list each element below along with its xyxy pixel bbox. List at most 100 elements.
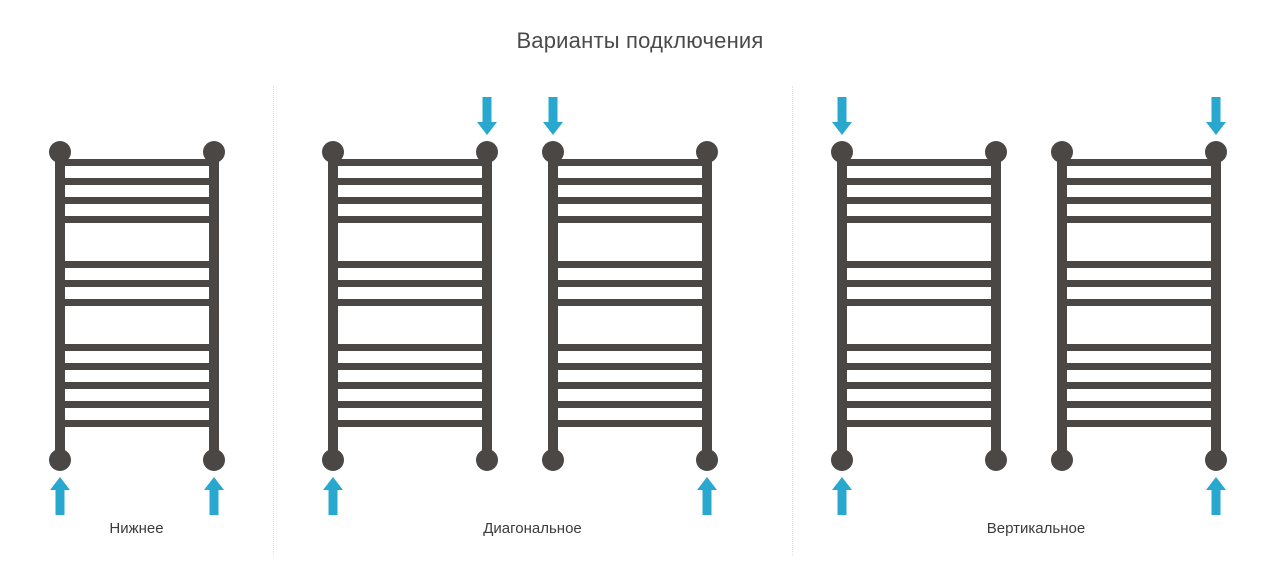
radiator-rung (57, 401, 217, 408)
radiator-rung (550, 261, 710, 268)
section-label-diagonal: Диагональное (483, 520, 582, 537)
arrow-up-left (323, 477, 343, 515)
radiator-rung (839, 261, 999, 268)
radiator-knob-top-right (476, 141, 498, 163)
arrow-down-left (543, 97, 563, 135)
radiator-rung (839, 382, 999, 389)
radiator-knob-top-right (203, 141, 225, 163)
radiator-rung (839, 178, 999, 185)
arrow-down-left (832, 97, 852, 135)
radiator-knob-top-right (1205, 141, 1227, 163)
section-divider-1 (273, 86, 274, 556)
radiator-post-right (482, 151, 492, 461)
radiator-rung (1059, 401, 1219, 408)
radiator-knob-top-right (985, 141, 1007, 163)
radiator-knob-top-left (542, 141, 564, 163)
radiator-knob-bottom-right (696, 449, 718, 471)
radiator-knob-bottom-left (542, 449, 564, 471)
radiator-rung (57, 197, 217, 204)
arrow-down-right (1206, 97, 1226, 135)
section-divider-2 (792, 86, 793, 556)
arrow-up-right (1206, 477, 1226, 515)
radiator-rung (1059, 299, 1219, 306)
radiator-post-right (702, 151, 712, 461)
radiator-knob-bottom-left (831, 449, 853, 471)
radiator-rung (550, 344, 710, 351)
radiator-knob-bottom-right (476, 449, 498, 471)
arrow-up-left (832, 477, 852, 515)
radiator-knob-top-left (1051, 141, 1073, 163)
radiator-rung (550, 363, 710, 370)
radiator-rung (550, 401, 710, 408)
radiator-post-right (991, 151, 1001, 461)
section-vertical: Вертикальное (792, 86, 1280, 556)
radiator-rung (57, 420, 217, 427)
radiator-rung (839, 401, 999, 408)
radiator-post-left (548, 151, 558, 461)
radiator-rung (57, 178, 217, 185)
radiator-knob-top-right (696, 141, 718, 163)
arrow-up-right (204, 477, 224, 515)
radiator-post-right (209, 151, 219, 461)
radiator-rung (839, 344, 999, 351)
radiator-knob-bottom-right (203, 449, 225, 471)
radiator-rung (57, 280, 217, 287)
radiator-vertical-r1 (829, 97, 1009, 515)
radiator-knob-bottom-left (322, 449, 344, 471)
radiator-rung (330, 344, 490, 351)
radiator-rung (1059, 178, 1219, 185)
radiator-rung (57, 159, 217, 166)
radiator-rung (330, 420, 490, 427)
radiator-knob-bottom-right (985, 449, 1007, 471)
radiator-knob-top-left (322, 141, 344, 163)
radiator-rung (57, 216, 217, 223)
radiator-rung (1059, 344, 1219, 351)
radiator-post-left (328, 151, 338, 461)
radiator-rung (839, 363, 999, 370)
radiator-rung (57, 344, 217, 351)
radiator-rung (839, 216, 999, 223)
arrow-up-right (697, 477, 717, 515)
radiator-post-left (837, 151, 847, 461)
section-label-nizhnee: Нижнее (109, 520, 164, 537)
radiator-diagonal-r2 (540, 97, 720, 515)
radiator-post-left (55, 151, 65, 461)
radiator-post-left (1057, 151, 1067, 461)
radiator-rung (330, 382, 490, 389)
radiator-rung (1059, 280, 1219, 287)
radiator-rung (330, 299, 490, 306)
radiator-rung (57, 382, 217, 389)
section-label-vertical: Вертикальное (986, 520, 1086, 537)
radiator-rung (839, 197, 999, 204)
radiator-rung (57, 299, 217, 306)
radiator-rung (839, 420, 999, 427)
radiator-rung (330, 280, 490, 287)
radiator-rung (839, 280, 999, 287)
radiator-rung (330, 363, 490, 370)
radiator-rung (550, 178, 710, 185)
radiator-rung (1059, 363, 1219, 370)
radiator-rung (839, 159, 999, 166)
radiator-rung (839, 299, 999, 306)
radiator-rung (330, 216, 490, 223)
radiator-rung (330, 159, 490, 166)
radiator-rung (330, 178, 490, 185)
radiator-vertical-r2 (1049, 97, 1229, 515)
radiator-rung (330, 261, 490, 268)
radiator-rung (57, 261, 217, 268)
radiator-rung (550, 197, 710, 204)
radiator-post-right (1211, 151, 1221, 461)
radiator-diagonal-r1 (320, 97, 500, 515)
radiator-nizhnee-r1 (47, 141, 227, 515)
radiator-rung (550, 382, 710, 389)
arrow-down-right (477, 97, 497, 135)
radiator-knob-bottom-left (1051, 449, 1073, 471)
radiator-rung (550, 159, 710, 166)
radiator-rung (1059, 197, 1219, 204)
radiator-rung (1059, 261, 1219, 268)
radiator-rung (1059, 382, 1219, 389)
radiator-rung (1059, 420, 1219, 427)
radiator-rung (330, 401, 490, 408)
radiator-knob-top-left (831, 141, 853, 163)
radiator-rung (330, 197, 490, 204)
